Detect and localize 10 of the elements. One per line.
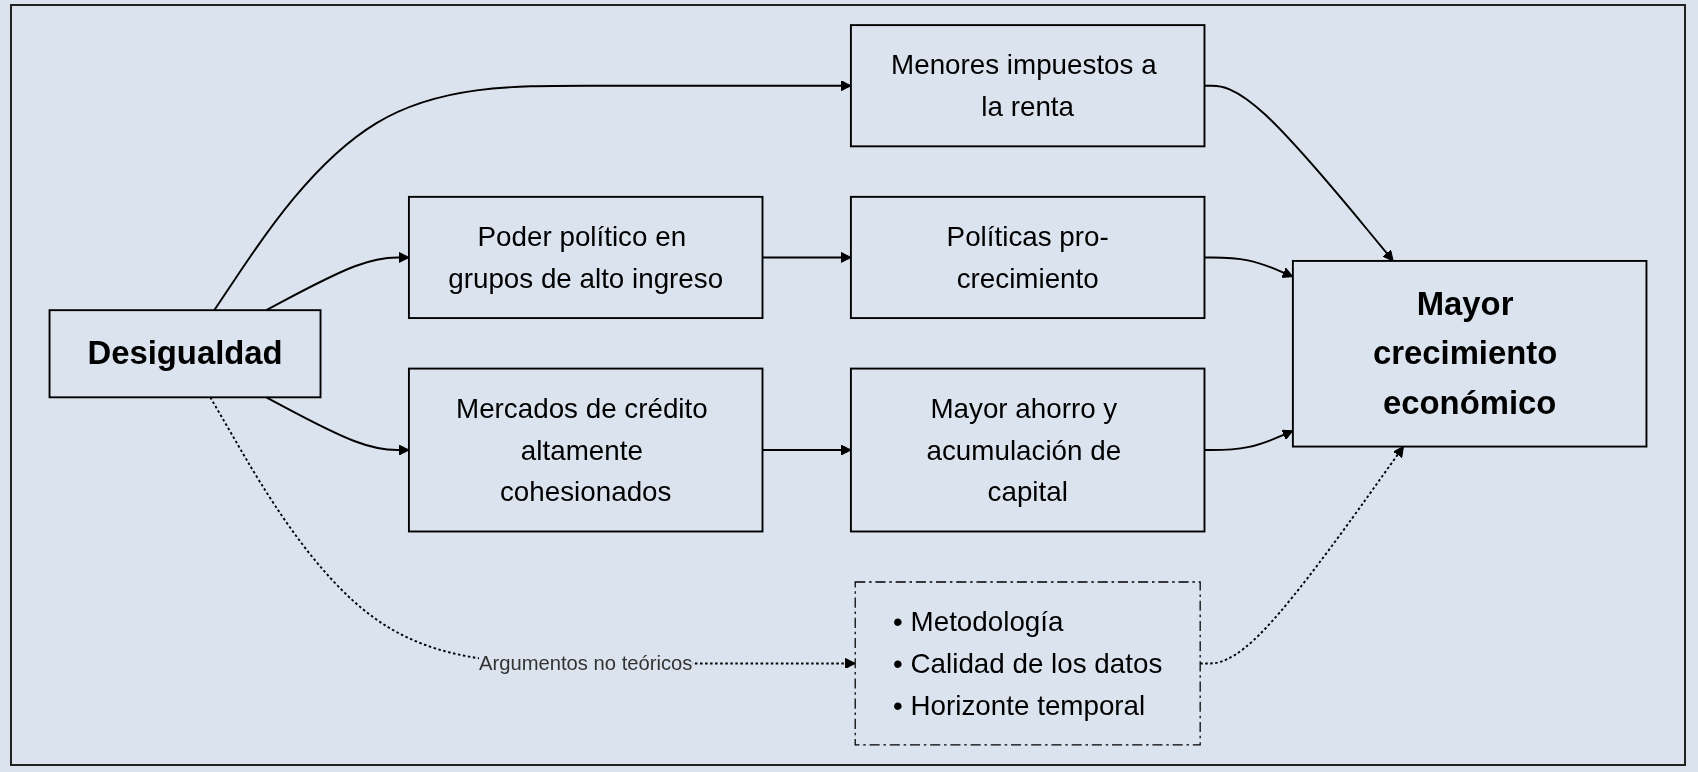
node-box — [849, 195, 1206, 319]
node-box — [849, 24, 1206, 148]
node-box — [407, 367, 764, 533]
arrow — [209, 396, 856, 669]
diagram-panel: Argumentos no teóricos Desigualdad Menores impuestos a la renta Poder político en grupos de alto ingreso Políticas pro-crecimiento Mercados de crédito altamente cohesionados Mayor ahorro y acumulación de capital Mayor crecimiento económico • Metodología • Calidad de los datos • Horizonte temporal — [10, 4, 1686, 766]
node-box — [1291, 260, 1648, 448]
node-box — [849, 367, 1206, 533]
node-box — [854, 581, 1201, 746]
node-box — [407, 195, 764, 319]
node-box — [48, 309, 322, 399]
